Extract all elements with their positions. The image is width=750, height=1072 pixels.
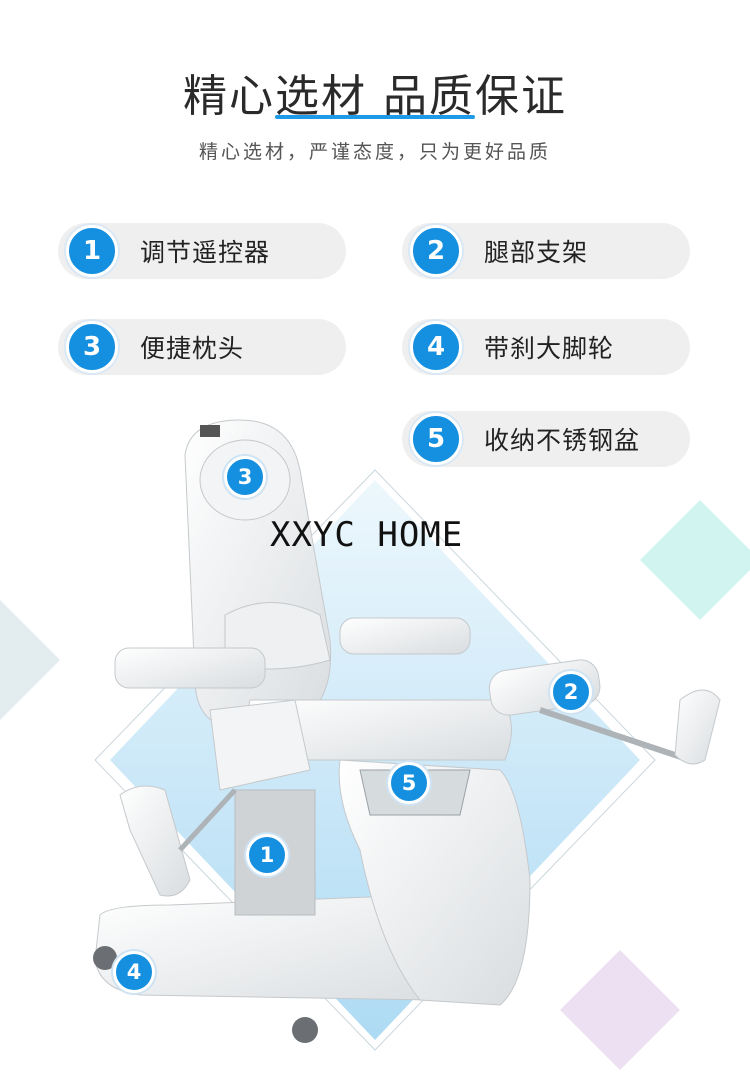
feature-label-1: 调节遥控器: [140, 238, 271, 267]
feature-badge-3: 3: [66, 321, 118, 373]
page-subtitle: 精心选材，严谨态度，只为更好品质: [198, 141, 551, 163]
watermark-text: XXYC HOME: [270, 515, 464, 555]
decor-diamond-left: [0, 600, 60, 720]
headrest-handle: [200, 425, 220, 437]
feature-pill-4: 4 带刹大脚轮: [402, 319, 690, 375]
leg-support-left: [119, 785, 191, 897]
page-title: 精心选材 品质保证: [183, 71, 567, 122]
leg-support-end: [674, 689, 721, 765]
feature-pill-3: 3 便捷枕头: [58, 319, 346, 375]
chair-illustration: [0, 419, 750, 1070]
feature-label-3: 便捷枕头: [140, 334, 245, 363]
armrest-left: [114, 647, 266, 689]
leg-support-left-bar: [178, 788, 237, 852]
chair-marker-5: 5: [388, 762, 430, 804]
leg-support-bar: [539, 707, 691, 763]
feature-pill-2: 2 腿部支架: [402, 223, 690, 279]
chair-marker-2: 2: [550, 671, 592, 713]
feature-badge-5: 5: [410, 413, 462, 465]
decor-diamond-right: [640, 500, 750, 620]
title-underline: [275, 115, 475, 119]
chair-marker-1: 1: [246, 834, 288, 876]
feature-badge-2: 2: [410, 225, 462, 277]
armrest-right: [339, 617, 471, 655]
feature-pill-5: 5 收纳不锈钢盆: [402, 411, 690, 467]
chair-marker-3: 3: [224, 456, 266, 498]
feature-pill-1: 1 调节遥控器: [58, 223, 346, 279]
chair-marker-4: 4: [113, 951, 155, 993]
decor-diamond-bottom: [560, 950, 680, 1070]
caster-right: [292, 1017, 318, 1043]
leg-panel: [338, 759, 531, 1006]
feature-badge-1: 1: [66, 225, 118, 277]
feature-label-5: 收纳不锈钢盆: [484, 426, 641, 455]
feature-badge-4: 4: [410, 321, 462, 373]
feature-label-4: 带刹大脚轮: [484, 334, 615, 363]
caster-left: [93, 946, 117, 970]
feature-label-2: 腿部支架: [484, 238, 589, 267]
front-cushion: [209, 699, 311, 791]
